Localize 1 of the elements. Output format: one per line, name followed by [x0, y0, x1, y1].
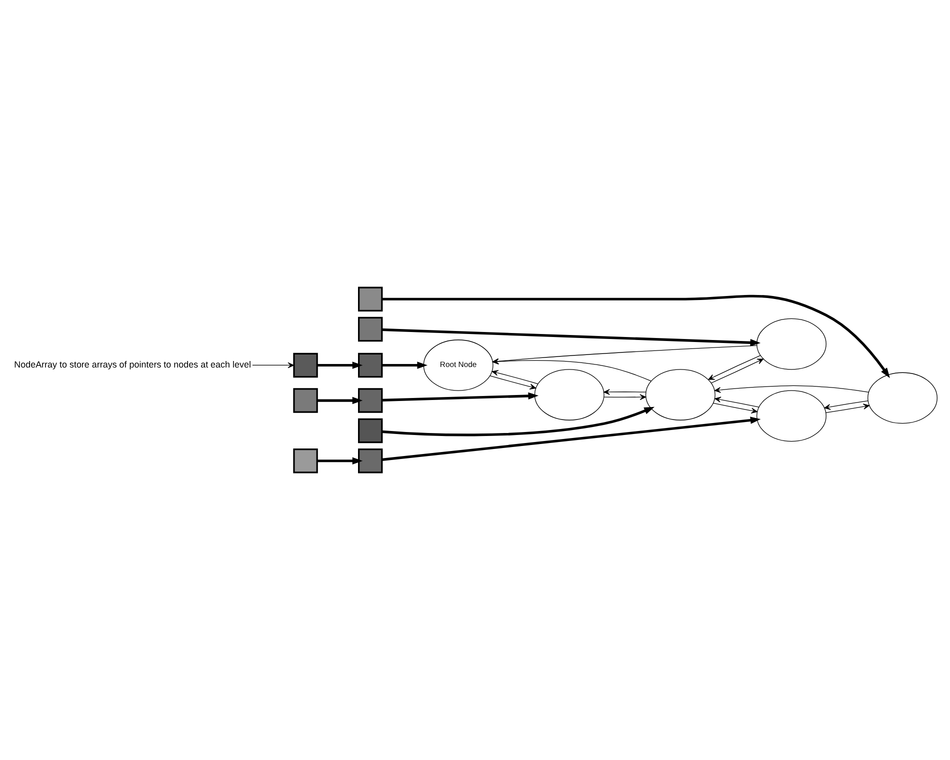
node-text: NodeArray to store arrays of pointers to nodes at each level: [14, 360, 251, 370]
